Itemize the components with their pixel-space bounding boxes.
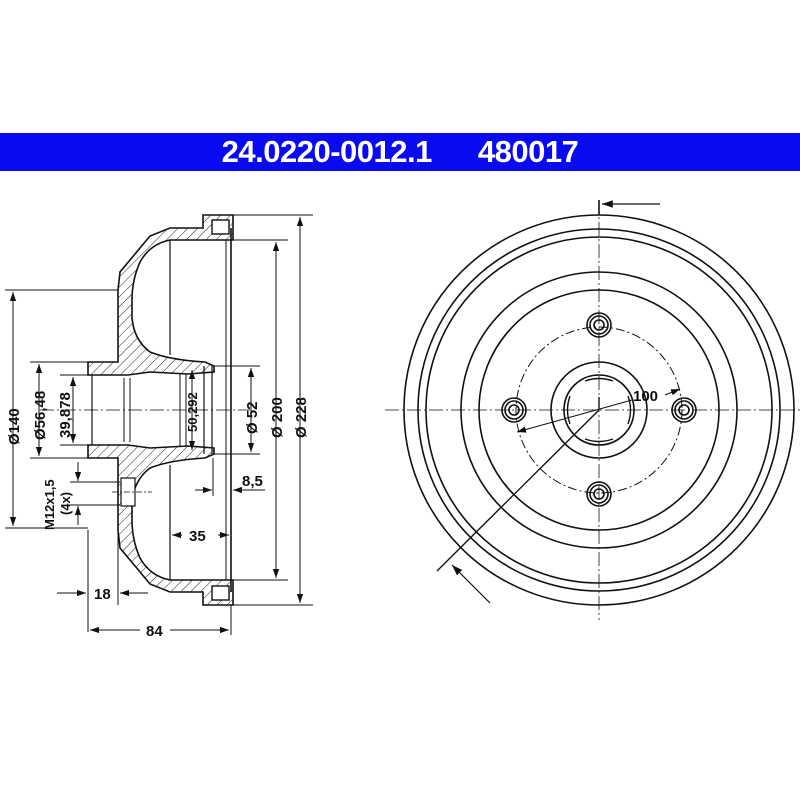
- drum-wall-top: [87, 214, 234, 376]
- dim-50-292: 50,292: [185, 392, 200, 432]
- dim-35: 35: [189, 528, 206, 545]
- header-banner: 24.0220-0012.1 480017: [0, 133, 800, 171]
- dim-d200: Ø 200: [269, 397, 286, 438]
- dim-d56-48: Ø56,48: [32, 391, 49, 440]
- dim-d140: Ø140: [6, 408, 23, 445]
- drum-wall-bottom: [87, 444, 234, 606]
- dim-thread-count: (4x): [58, 492, 73, 515]
- part-number: 24.0220-0012.1: [221, 134, 433, 169]
- section-view: [40, 214, 250, 606]
- section-labels: Ø140 Ø56,48 39,878 M12x1,5 (4x) 50,292 Ø…: [6, 391, 310, 640]
- dim-d228: Ø 228: [293, 397, 310, 438]
- dim-thread: M12x1,5: [42, 479, 57, 530]
- section-dimensions: [5, 214, 313, 635]
- dim-39-878: 39,878: [57, 392, 74, 438]
- dim-8-5: 8,5: [242, 473, 263, 490]
- dim-84: 84: [146, 623, 163, 640]
- front-view: [385, 200, 800, 620]
- dim-d52: Ø 52: [244, 401, 261, 434]
- dim-bolt-circle: 100: [633, 388, 658, 405]
- reference-number: 480017: [477, 134, 579, 169]
- front-dimensions: [451, 200, 681, 604]
- dim-18: 18: [94, 586, 111, 603]
